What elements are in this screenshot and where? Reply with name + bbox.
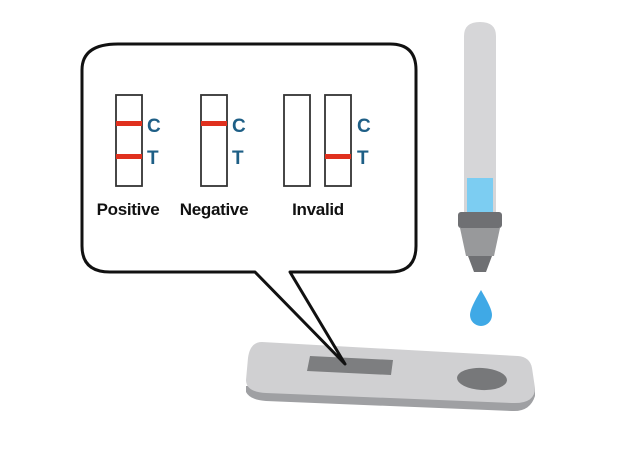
result-positive: C T Positive bbox=[97, 94, 161, 219]
test-line bbox=[325, 154, 351, 159]
control-letter: C bbox=[147, 116, 161, 137]
test-letter: T bbox=[357, 148, 369, 169]
result-invalid: C T Invalid bbox=[283, 94, 371, 219]
test-strip bbox=[115, 94, 143, 187]
test-line bbox=[116, 154, 142, 159]
test-letter: T bbox=[147, 148, 159, 169]
result-window bbox=[307, 356, 393, 375]
test-cassette bbox=[246, 342, 535, 412]
control-line bbox=[116, 121, 142, 126]
result-label: Negative bbox=[180, 200, 248, 219]
dropper-nozzle bbox=[460, 228, 500, 256]
dropper-collar bbox=[458, 212, 502, 228]
control-letter: C bbox=[357, 116, 371, 137]
dropper-icon bbox=[458, 22, 502, 272]
droplet-icon bbox=[470, 290, 492, 326]
result-negative: C T Negative bbox=[180, 94, 249, 219]
test-strip-blank bbox=[283, 94, 311, 187]
control-line bbox=[201, 121, 227, 126]
dropper-body bbox=[464, 22, 496, 212]
dropper-tip bbox=[468, 256, 492, 272]
test-letter: T bbox=[232, 148, 244, 169]
result-label: Positive bbox=[97, 200, 160, 219]
result-label: Invalid bbox=[292, 200, 344, 219]
control-letter: C bbox=[232, 116, 246, 137]
test-strip bbox=[200, 94, 228, 187]
dropper-liquid bbox=[467, 178, 493, 212]
sample-well bbox=[457, 367, 507, 391]
test-strip bbox=[324, 94, 352, 187]
